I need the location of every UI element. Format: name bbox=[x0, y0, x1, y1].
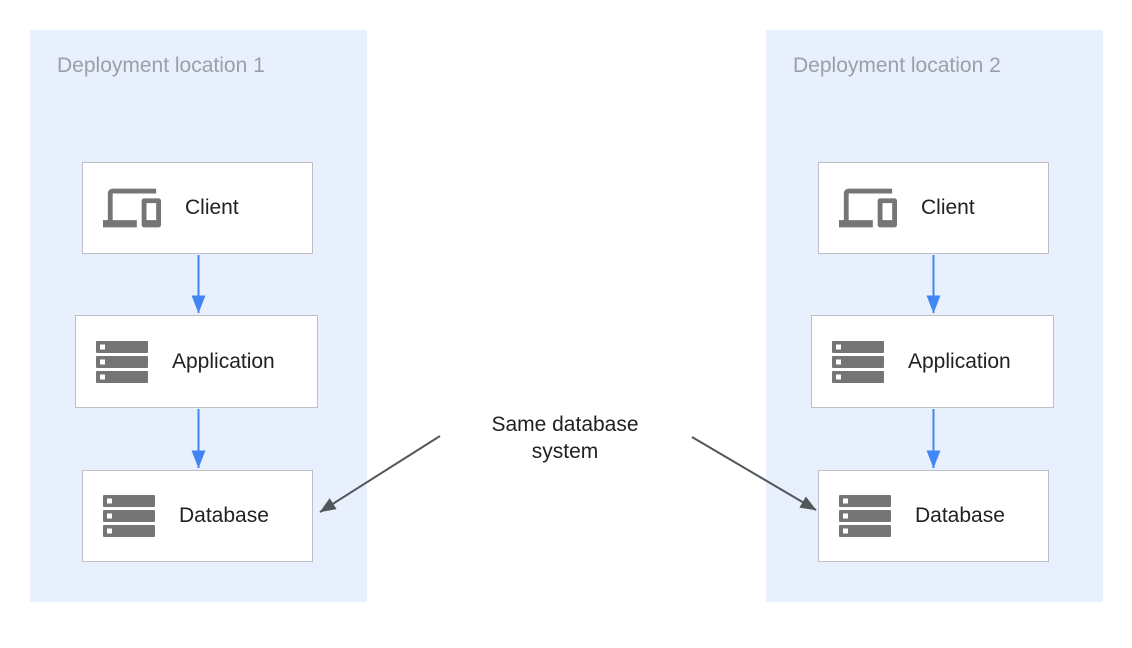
node-label: Application bbox=[908, 349, 1011, 373]
node-label: Database bbox=[915, 504, 1005, 527]
annotation-line-1: Same database bbox=[491, 413, 639, 436]
server-stack-icon bbox=[839, 495, 891, 537]
devices-icon bbox=[839, 179, 897, 237]
node-database-2: Database bbox=[818, 470, 1049, 562]
node-label: Client bbox=[185, 196, 239, 219]
server-stack-icon bbox=[103, 495, 155, 537]
node-label: Client bbox=[921, 196, 975, 219]
node-client-2: Client bbox=[818, 162, 1049, 254]
node-application-2: Application bbox=[811, 315, 1054, 408]
node-label: Application bbox=[172, 349, 275, 373]
node-database-1: Database bbox=[82, 470, 313, 562]
devices-icon bbox=[103, 179, 161, 237]
server-stack-icon bbox=[832, 340, 884, 383]
server-stack-icon bbox=[96, 340, 148, 383]
deployment-location-2-zone: Deployment location 2 Client bbox=[766, 30, 1103, 602]
node-label: Database bbox=[179, 504, 269, 527]
node-application-1: Application bbox=[75, 315, 318, 408]
annotation-line-2: system bbox=[531, 440, 599, 463]
node-client-1: Client bbox=[82, 162, 313, 254]
zone-1-title: Deployment location 1 bbox=[57, 54, 265, 77]
deployment-location-1-zone: Deployment location 1 Client bbox=[30, 30, 367, 602]
same-database-annotation: Same database system bbox=[455, 411, 675, 465]
zone-2-title: Deployment location 2 bbox=[793, 54, 1001, 77]
